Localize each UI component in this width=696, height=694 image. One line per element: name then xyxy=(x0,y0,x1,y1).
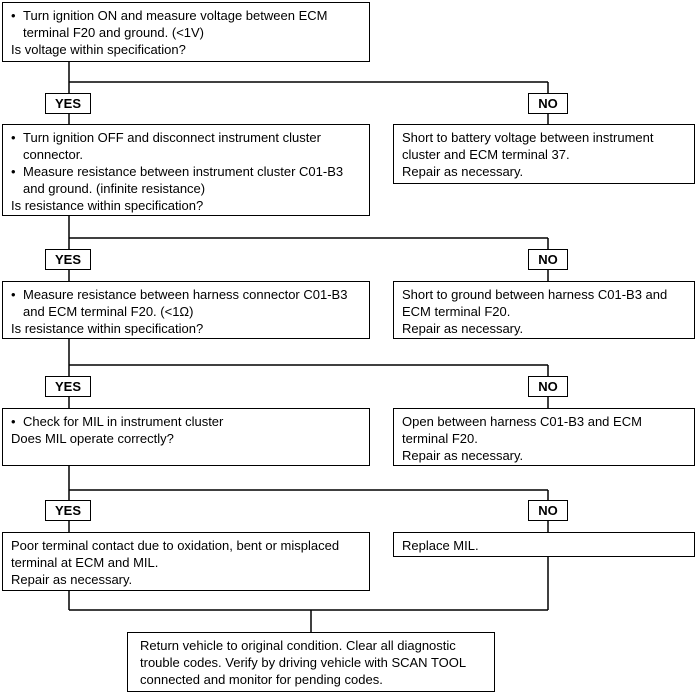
yes-label-1: YES xyxy=(45,93,91,114)
step-2-bullet-1: •Turn ignition OFF and disconnect instru… xyxy=(11,130,321,162)
final-step-box: Return vehicle to original condition. Cl… xyxy=(127,632,495,692)
result-replace-mil-box: Replace MIL. xyxy=(393,532,695,557)
step-1-bullet: •Turn ignition ON and measure voltage be… xyxy=(11,8,328,40)
no-label-3: NO xyxy=(528,376,568,397)
yes-label-3: YES xyxy=(45,376,91,397)
step-4-box: •Check for MIL in instrument cluster Doe… xyxy=(2,408,370,466)
step-2-bullet-2: •Measure resistance between instrument c… xyxy=(11,164,344,196)
step-2-box: •Turn ignition OFF and disconnect instru… xyxy=(2,124,370,216)
step-1-question: Is voltage within specification? xyxy=(11,42,186,57)
step-3-question: Is resistance within specification? xyxy=(11,321,204,336)
no-label-2: NO xyxy=(528,249,568,270)
no-label-4: NO xyxy=(528,500,568,521)
final-step-text: Return vehicle to original condition. Cl… xyxy=(140,638,466,687)
step-4-question: Does MIL operate correctly? xyxy=(11,431,174,446)
result-battery-short-box: Short to battery voltage between instrum… xyxy=(393,124,695,184)
yes-label-4: YES xyxy=(45,500,91,521)
result-ground-short-box: Short to ground between harness C01-B3 a… xyxy=(393,281,695,339)
no-label-1: NO xyxy=(528,93,568,114)
step-2-question: Is resistance within specification? xyxy=(11,198,204,213)
result-open-circuit-box: Open between harness C01-B3 and ECM term… xyxy=(393,408,695,466)
yes-label-2: YES xyxy=(45,249,91,270)
step-4-bullet: •Check for MIL in instrument cluster xyxy=(11,414,224,429)
result-poor-contact-box: Poor terminal contact due to oxidation, … xyxy=(2,532,370,591)
step-3-bullet: •Measure resistance between harness conn… xyxy=(11,287,348,319)
step-1-box: •Turn ignition ON and measure voltage be… xyxy=(2,2,370,62)
step-3-box: •Measure resistance between harness conn… xyxy=(2,281,370,339)
